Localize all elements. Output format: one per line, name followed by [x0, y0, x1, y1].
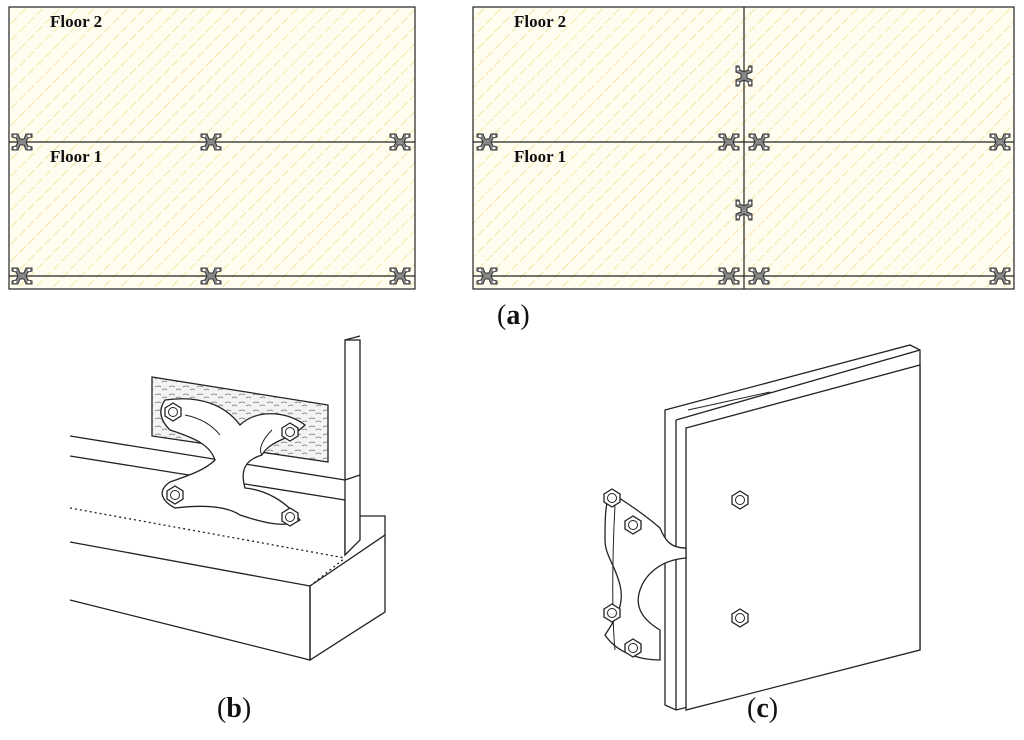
panel-a-right-elevation: Floor 2 Floor 1	[472, 6, 1015, 290]
panel-c-letter: c	[756, 693, 769, 724]
panel-b-drawing	[69, 335, 386, 662]
panel-b-letter: b	[226, 693, 242, 724]
panel-a-left-elevation: Floor 2 Floor 1	[8, 6, 416, 290]
panel-b-label: (b)	[217, 693, 252, 724]
panel-c-drawing	[604, 344, 921, 711]
floor-1-label: Floor 1	[50, 147, 102, 166]
panel-c-label: (c)	[747, 693, 779, 724]
panel-a-label: (a)	[497, 300, 530, 331]
floor-1-label: Floor 1	[514, 147, 566, 166]
floor-2-label: Floor 2	[50, 12, 102, 31]
panel-a-letter: a	[506, 300, 521, 331]
floor-2-label: Floor 2	[514, 12, 566, 31]
